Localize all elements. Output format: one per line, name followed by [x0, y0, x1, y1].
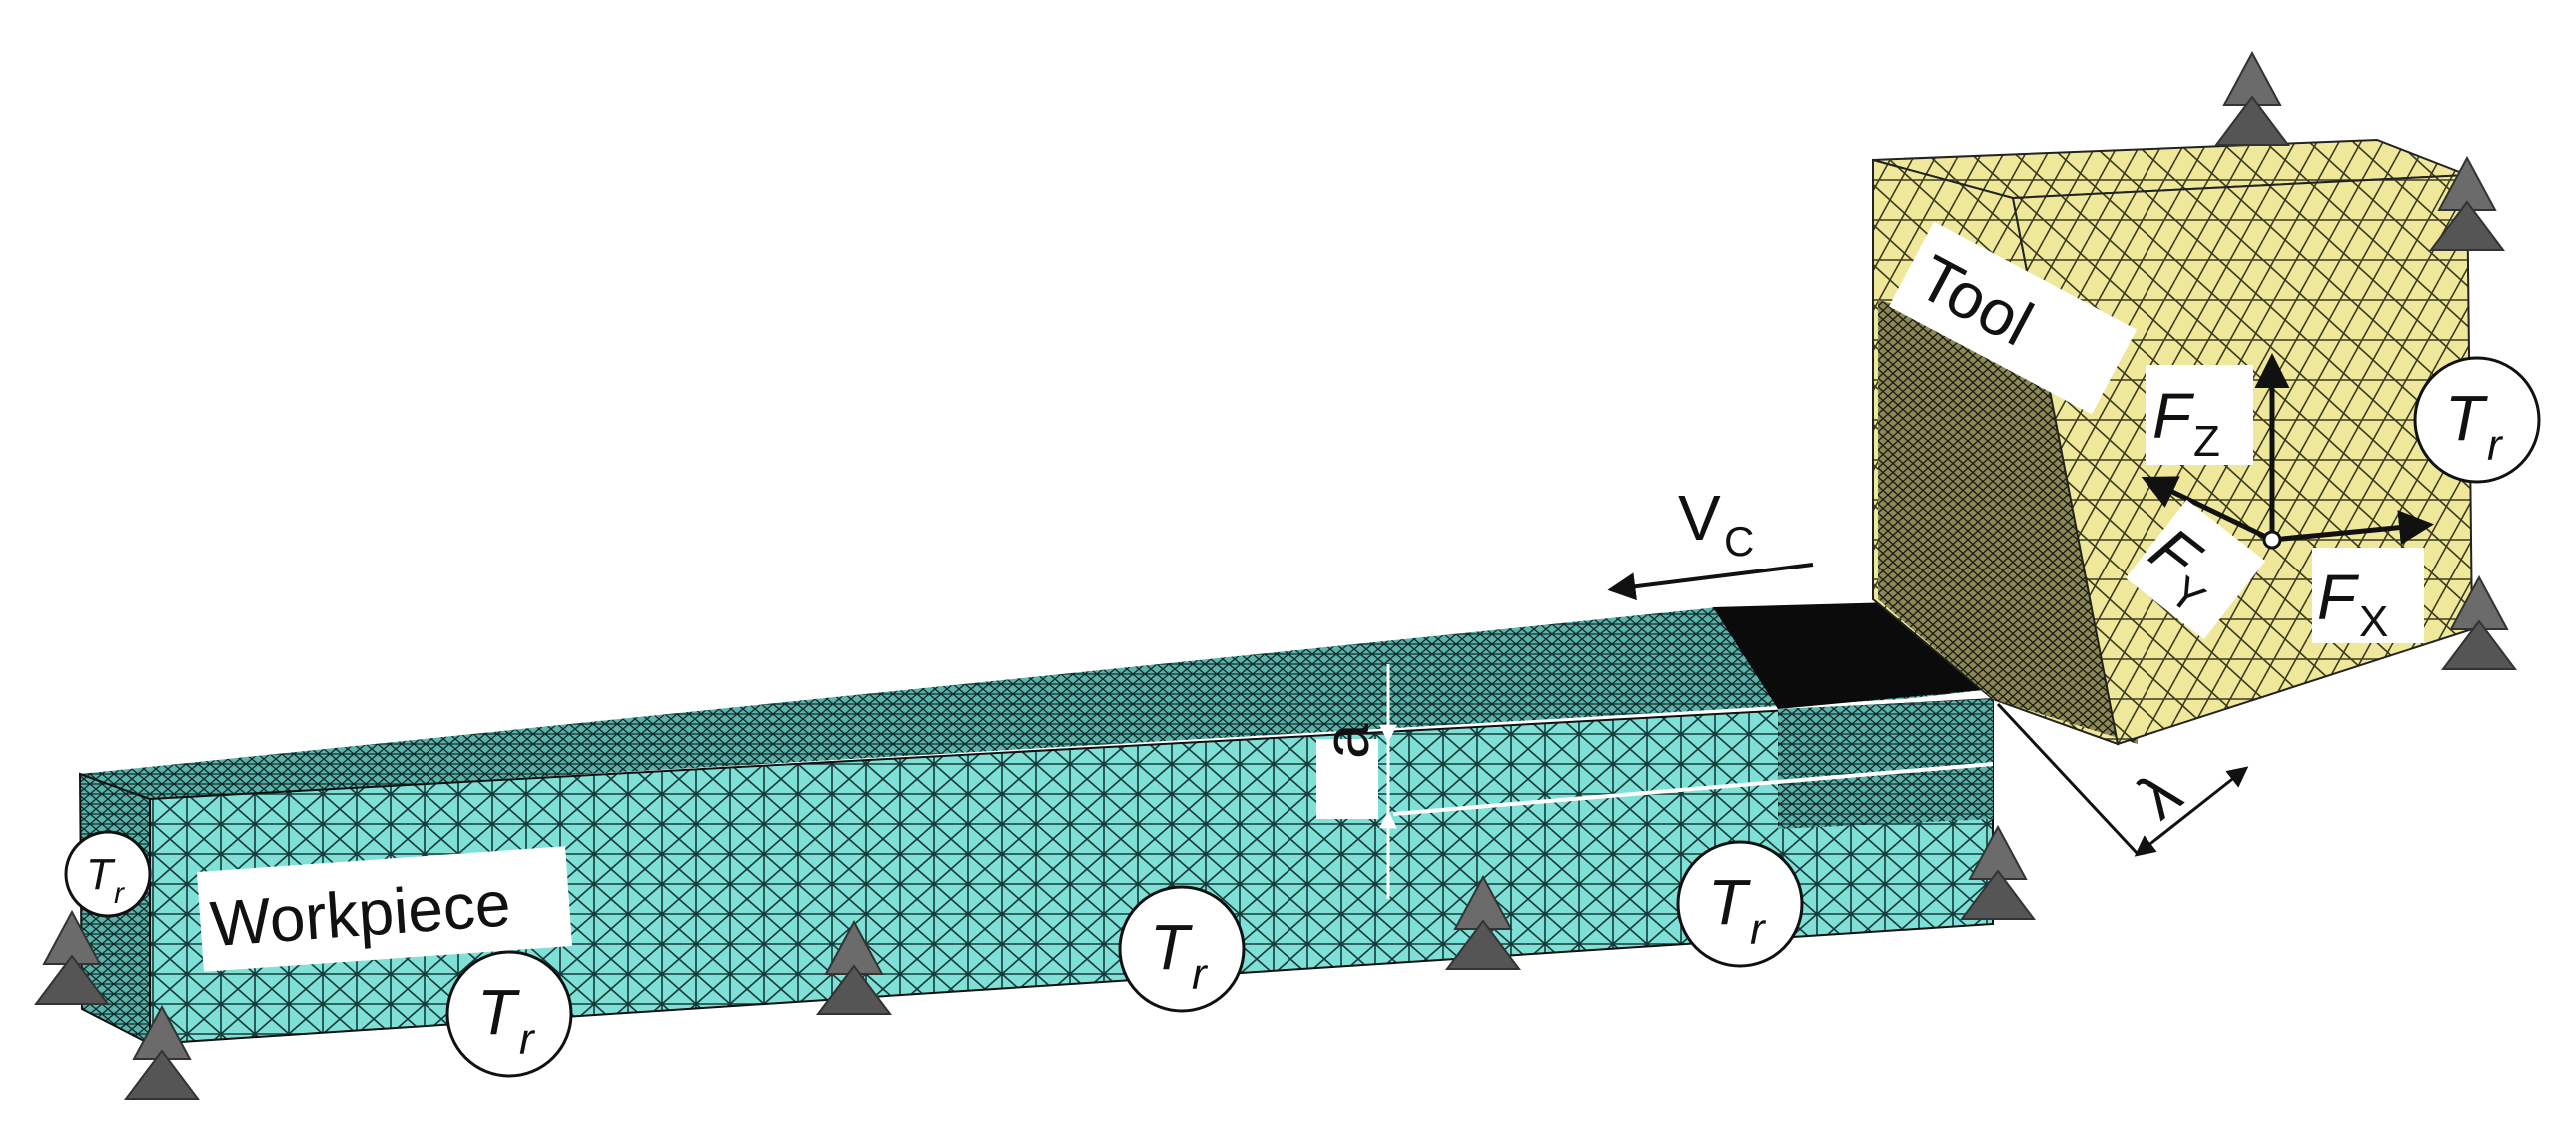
svg-text:r: r [1750, 905, 1767, 954]
workpiece [78, 601, 1994, 1046]
force-x-arrow [2271, 510, 2434, 546]
svg-text:T: T [86, 850, 116, 899]
svg-text:a: a [1310, 723, 1382, 759]
depth-reference-line [1392, 762, 1994, 816]
svg-text:T: T [1150, 911, 1193, 983]
cutting-speed: V C [1607, 482, 1814, 601]
temperature-circle-icon: T r [1118, 885, 1246, 1013]
workpiece-front-refined [1778, 699, 1993, 829]
force-y-label: F Y [2125, 499, 2266, 640]
workpiece-label: Workpiece [196, 846, 573, 972]
temperature-circle-icon: T r [1676, 840, 1804, 968]
depth-label: a [1310, 723, 1382, 819]
force-z-label: F Z [2146, 365, 2253, 466]
svg-text:C: C [1724, 518, 1754, 565]
lambda-label: λ [2125, 756, 2194, 832]
svg-text:T: T [477, 976, 520, 1048]
temperature-circle-icon: T r [445, 950, 573, 1078]
temperature-circle-icon: T r [64, 830, 152, 918]
svg-text:Z: Z [2193, 417, 2220, 466]
svg-text:X: X [2359, 597, 2388, 646]
svg-text:r: r [2487, 421, 2504, 470]
fixed-support-icon [2215, 52, 2289, 146]
force-y-arrow [2141, 476, 2274, 543]
temperature-circle-icon: T r [2413, 356, 2541, 484]
force-axes: F Z F Y F X [2125, 353, 2434, 646]
svg-text:r: r [114, 877, 125, 910]
svg-text:r: r [1192, 950, 1209, 999]
force-x-label: F X [2312, 548, 2424, 646]
svg-text:T: T [1708, 866, 1751, 938]
svg-text:F: F [2152, 380, 2195, 452]
workpiece-top-face [80, 604, 1993, 799]
cutting-speed-label: V [1678, 482, 1721, 554]
svg-text:T: T [2445, 382, 2488, 454]
svg-text:F: F [2317, 562, 2360, 633]
svg-text:r: r [519, 1015, 536, 1064]
